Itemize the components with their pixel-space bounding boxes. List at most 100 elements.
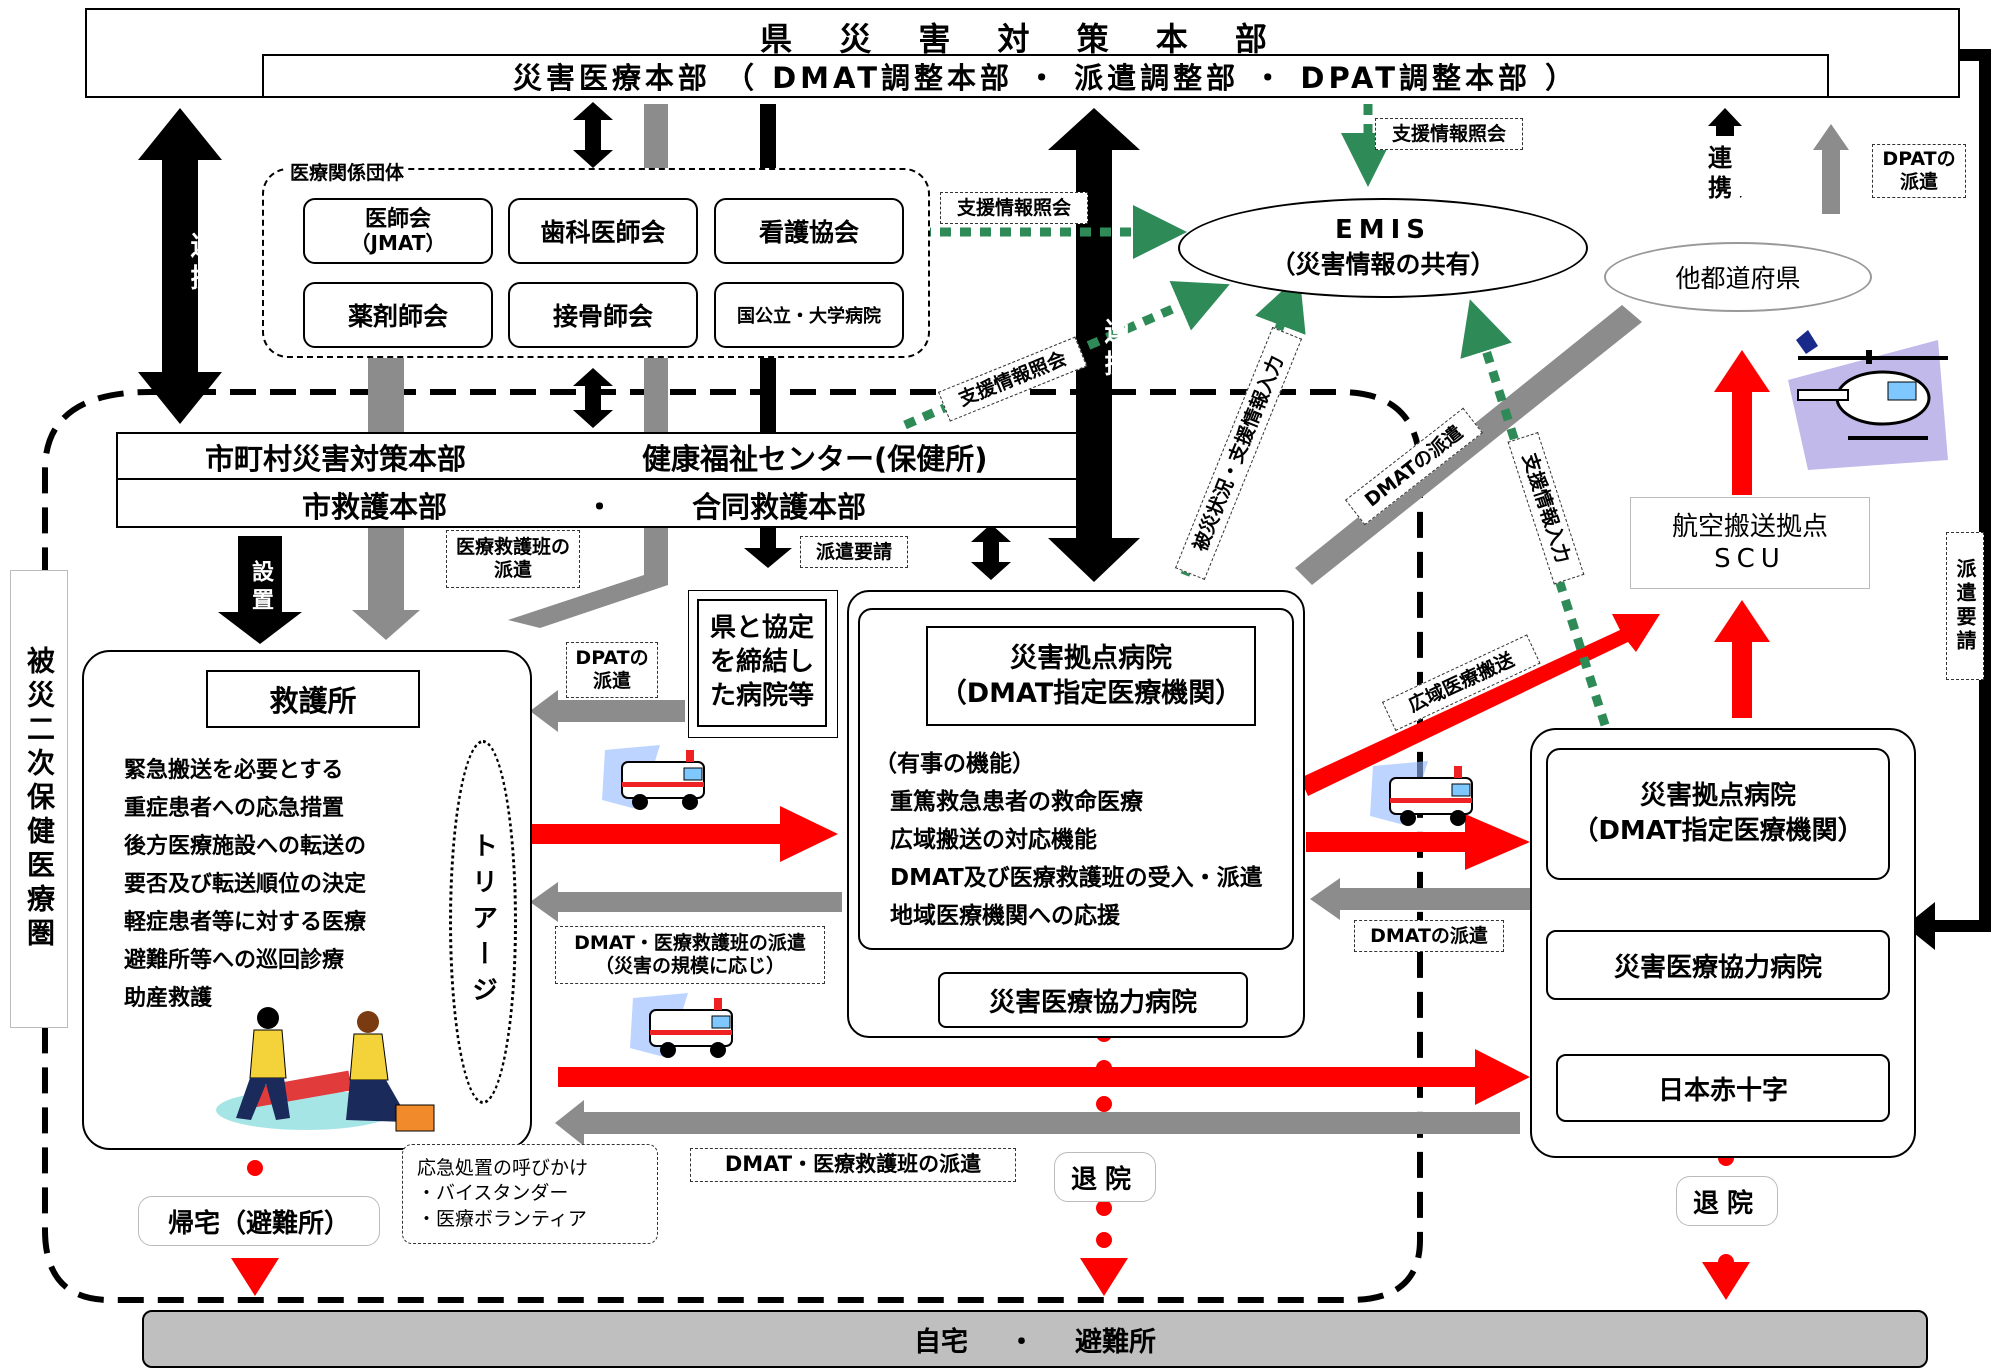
- label-dmat-kyugo-bottom: DMAT・医療救護班の派遣: [690, 1148, 1016, 1182]
- association-judo-label: 接骨師会: [552, 302, 653, 331]
- label-dpat-mid: DPATの派遣: [566, 642, 658, 698]
- scu-line1: 航空搬送拠点: [1671, 511, 1828, 542]
- base-hospital-function: 広域搬送の対応機能: [890, 827, 1097, 853]
- label-shien-shokai-mid: 支援情報照会: [940, 192, 1088, 224]
- renkei-center: 連携: [1100, 318, 1130, 382]
- medical-hq-title: 災害医療本部 （ DMAT調整本部 ・ 派遣調整部 ・ DPAT調整本部 ）: [512, 61, 1579, 95]
- ambulance-icon: [630, 993, 733, 1058]
- taiin-remote-text: 退院: [1692, 1188, 1761, 1219]
- emis-title: EMIS: [1334, 215, 1432, 245]
- renkei-right-box: 連携: [1696, 136, 1740, 214]
- footer-shelter: 避難所: [1075, 1326, 1156, 1358]
- prefecture-hq-title: 県 災 害 対 策 本 部: [760, 20, 1285, 58]
- agreement-hospital-inner: 県と協定を締結した病院等: [697, 599, 827, 727]
- taiin-remote: 退院: [1676, 1176, 1778, 1226]
- first-aid-call: 応急処置の呼びかけ: [417, 1156, 589, 1179]
- base-hospital-local-title2: （DMAT指定医療機関）: [939, 678, 1243, 709]
- label-iryo-kyugohan-text: 医療救護班の派遣: [455, 536, 570, 581]
- base-hospital-local-title1: 災害拠点病院: [1010, 642, 1172, 674]
- association-pharmacists-label: 薬剤師会: [347, 302, 448, 331]
- first-aid-function: 避難所等への巡回診療: [124, 948, 345, 973]
- first-aid-function: 要否及び転送順位の決定: [124, 872, 367, 897]
- base-hospital-remote-title: 災害拠点病院 （DMAT指定医療機関）: [1546, 748, 1890, 880]
- renkei-left: 連携: [186, 232, 216, 296]
- label-dpat-top-right: DPATの派遣: [1872, 144, 1966, 198]
- volunteer: ・医療ボランティア: [417, 1207, 587, 1230]
- ambulance-icon: [1370, 761, 1473, 826]
- label-haken-yosei-vertical: 派遣要請: [1946, 532, 1984, 680]
- discharge-dots: [231, 1026, 1750, 1300]
- association-dental-label: 歯科医師会: [540, 218, 666, 247]
- first-aid-title: 救護所: [269, 684, 357, 718]
- cooperating-hospital-local-label: 災害医療協力病院: [988, 987, 1197, 1018]
- label-haken-yosei-vertical-text: 派遣要請: [1953, 558, 1977, 654]
- municipal-separator: ・: [585, 490, 615, 524]
- label-scale-note: （災害の規模に応じ）: [594, 955, 785, 977]
- label-shien-shokai-top: 支援情報照会: [1375, 118, 1523, 150]
- base-hospital-remote-title1: 災害拠点病院: [1639, 780, 1796, 811]
- cooperating-hospital-local[interactable]: 災害医療協力病院: [938, 972, 1248, 1028]
- first-aid-call-note: 応急処置の呼びかけ ・バイスタンダー ・医療ボランティア: [402, 1144, 658, 1244]
- home-shelter-bar: 自宅 ・ 避難所: [142, 1310, 1928, 1368]
- label-dmat-haken-right: DMATの派遣: [1354, 920, 1504, 952]
- emis[interactable]: EMIS （災害情報の共有）: [1178, 198, 1588, 298]
- kitaku-label: 帰宅（避難所）: [138, 1196, 380, 1246]
- association-nursing[interactable]: 看護協会: [714, 198, 904, 264]
- health-welfare-center: 健康福祉センター(保健所): [642, 442, 988, 476]
- red-cross-label: 日本赤十字: [1657, 1075, 1788, 1106]
- first-aid-function: 緊急搬送を必要とする: [124, 758, 344, 783]
- region-label-box: 被災二次保健医療圏: [10, 570, 68, 1028]
- label-dpat-top-right-text: DPATの派遣: [1882, 148, 1956, 193]
- label-haken-yosei: 派遣要請: [800, 536, 908, 568]
- emis-subtitle: （災害情報の共有）: [1270, 250, 1496, 279]
- association-doctors-sub: （JMAT）: [350, 231, 446, 256]
- base-hospital-function: 重篤救急患者の救命医療: [890, 789, 1143, 815]
- agreement-hospital[interactable]: 県と協定を締結した病院等: [688, 590, 838, 738]
- base-hospital-local-functions: （有事の機能） 重篤救急患者の救命医療 広域搬送の対応機能 DMAT及び医療救護…: [874, 745, 1263, 935]
- red-cross[interactable]: 日本赤十字: [1556, 1054, 1890, 1122]
- associations-label: 医療関係団体: [286, 158, 409, 185]
- footer-home: 自宅: [914, 1326, 968, 1358]
- association-doctors[interactable]: 医師会 （JMAT）: [303, 198, 493, 264]
- base-hospital-local-title: 災害拠点病院 （DMAT指定医療機関）: [926, 626, 1256, 726]
- region-boundary: [42, 389, 1423, 1303]
- footer-sep: ・: [1008, 1326, 1035, 1358]
- scu-line2: SCU: [1714, 544, 1786, 574]
- label-dpat-mid-text: DPATの派遣: [575, 647, 649, 692]
- scu[interactable]: 航空搬送拠点 SCU: [1630, 497, 1870, 589]
- other-prefectures[interactable]: 他都道府県: [1604, 242, 1872, 312]
- association-pharmacists[interactable]: 薬剤師会: [303, 282, 493, 348]
- association-judo[interactable]: 接骨師会: [508, 282, 698, 348]
- taiin-local: 退院: [1054, 1152, 1156, 1202]
- label-dmat-kyugo-text: DMAT・医療救護班の派遣: [574, 932, 806, 955]
- label-dmat-kyugo-scale: DMAT・医療救護班の派遣 （災害の規模に応じ）: [555, 926, 825, 984]
- municipal-divider: [116, 478, 1078, 480]
- triage-label: トリアージ: [467, 832, 498, 1012]
- setchi: 設置: [248, 560, 273, 616]
- kitaku-text: 帰宅（避難所）: [167, 1208, 350, 1239]
- cooperating-hospital-remote-label: 災害医療協力病院: [1613, 952, 1822, 983]
- cooperating-hospital-remote[interactable]: 災害医療協力病院: [1546, 930, 1890, 1000]
- renkei-right: 連携: [1703, 145, 1732, 205]
- taiin-local-text: 退院: [1070, 1164, 1139, 1195]
- association-univ-hospital-label: 国公立・大学病院: [737, 306, 881, 327]
- agreement-hospital-label: 県と協定を締結した病院等: [709, 613, 814, 711]
- label-iryo-kyugohan: 医療救護班の派遣: [446, 530, 580, 588]
- association-univ-hospital[interactable]: 国公立・大学病院: [714, 282, 904, 348]
- association-doctors-label: 医師会: [364, 206, 431, 232]
- rescuers-icon: [216, 1007, 435, 1132]
- first-aid-title-box: 救護所: [206, 670, 420, 728]
- municipal-block: [116, 432, 1078, 528]
- first-aid-function: 軽症患者等に対する医療: [124, 910, 367, 935]
- helicopter-icon: [1788, 330, 1948, 470]
- city-relief-hq: 市救護本部: [302, 490, 448, 524]
- joint-relief-hq: 合同救護本部: [692, 490, 867, 524]
- bystander: ・バイスタンダー: [417, 1182, 569, 1205]
- first-aid-functions: 緊急搬送を必要とする 重症患者への応急措置 後方医療施設への転送の 要否及び転送…: [124, 752, 366, 1018]
- red-arrows: [530, 350, 1770, 1105]
- association-dental[interactable]: 歯科医師会: [508, 198, 698, 264]
- triage[interactable]: トリアージ: [449, 740, 517, 1104]
- association-nursing-label: 看護協会: [758, 218, 859, 247]
- base-hospital-function: DMAT及び医療救護班の受入・派遣: [890, 865, 1263, 891]
